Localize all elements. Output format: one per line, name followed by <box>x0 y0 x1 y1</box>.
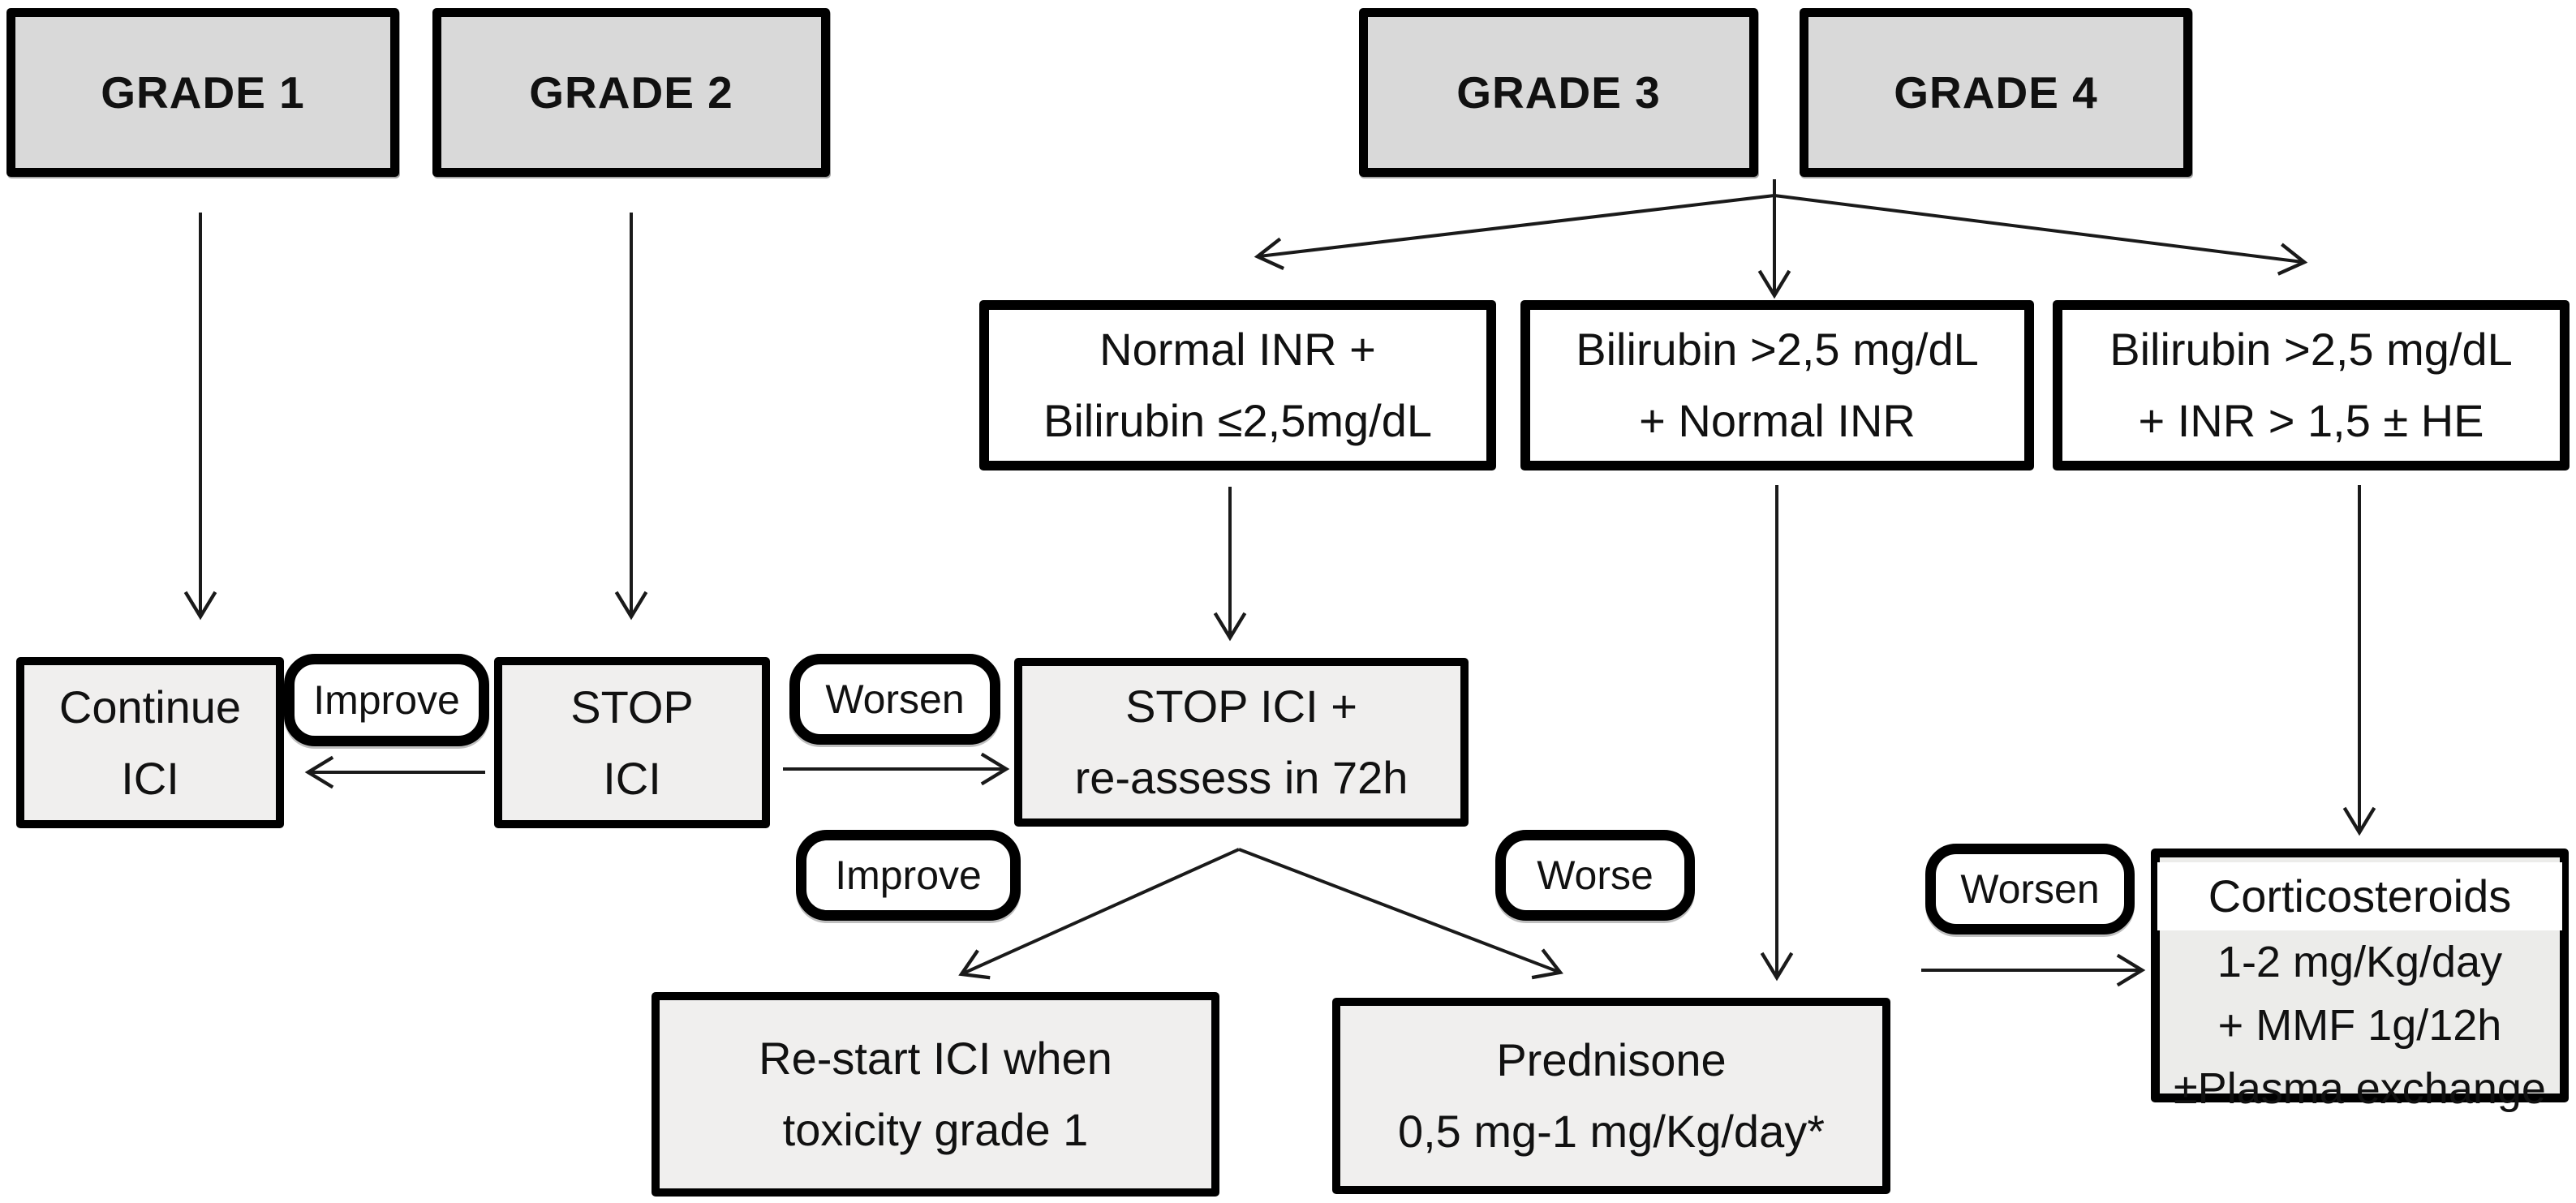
arrow-grade34-to-condition3 <box>1774 194 2308 276</box>
corticosteroids-detail: 1-2 mg/Kg/day + MMF 1g/12h ±Plasma excha… <box>2174 938 2546 1113</box>
edge-label-improve-1: Improve <box>284 654 489 746</box>
corticosteroids-title: Corticosteroids <box>2157 862 2562 930</box>
arrow-grade34-to-condition1 <box>1254 194 1775 270</box>
node-continue-ici: Continue ICI <box>16 657 284 828</box>
node-stop-ici-reassess: STOP ICI + re-assess in 72h <box>1014 658 1469 827</box>
node-stop-ici: STOP ICI <box>494 657 770 828</box>
node-restart-ici: Re-start ICI when toxicity grade 1 <box>652 992 1219 1197</box>
node-condition-bili-high-normal-inr: Bilirubin >2,5 mg/dL + Normal INR <box>1520 300 2034 470</box>
node-prednisone: Prednisone 0,5 mg-1 mg/Kg/day* <box>1332 998 1890 1194</box>
edge-label-worse: Worse <box>1495 830 1695 921</box>
node-condition-normal-inr: Normal INR + Bilirubin ≤2,5mg/dL <box>979 300 1496 470</box>
node-grade-3: GRADE 3 <box>1359 8 1758 177</box>
node-condition-bili-high-inr-high: Bilirubin >2,5 mg/dL + INR > 1,5 ± HE <box>2053 300 2570 470</box>
edge-label-improve-2: Improve <box>796 830 1021 921</box>
node-corticosteroids: Corticosteroids 1-2 mg/Kg/day + MMF 1g/1… <box>2151 849 2569 1113</box>
edge-label-worsen-2: Worsen <box>1925 844 2135 934</box>
node-grade-4: GRADE 4 <box>1800 8 2192 177</box>
edge-label-worsen-1: Worsen <box>789 654 1000 745</box>
node-grade-1: GRADE 1 <box>6 8 399 177</box>
node-grade-2: GRADE 2 <box>432 8 830 177</box>
